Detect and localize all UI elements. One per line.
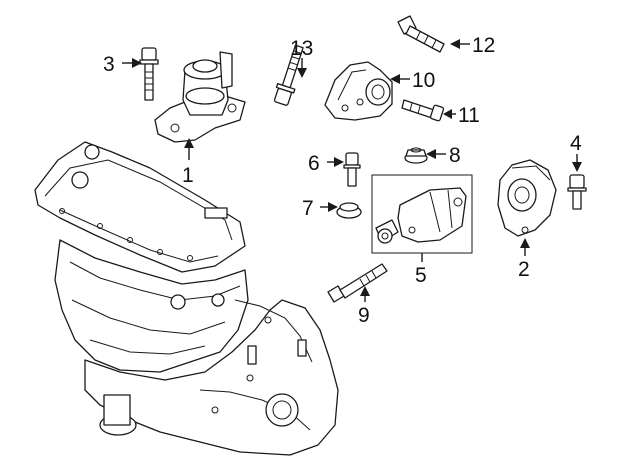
engine-block-icon	[34, 141, 339, 456]
bolt-icon	[327, 263, 388, 303]
callout-13: 13	[290, 37, 313, 60]
bolt-icon	[273, 44, 304, 106]
bolt-icon	[343, 152, 361, 187]
callout-11: 11	[458, 104, 480, 127]
callout-5: 5	[415, 264, 427, 287]
bolt-icon	[139, 47, 159, 101]
callout-6: 6	[308, 152, 320, 175]
callout-7: 7	[302, 197, 314, 220]
callout-4: 4	[570, 132, 582, 155]
bolt-icon	[401, 99, 445, 122]
callout-8: 8	[449, 144, 461, 167]
callout-12: 12	[472, 34, 495, 57]
callout-3: 3	[103, 53, 115, 76]
engine-mount-icon	[497, 159, 557, 237]
engine-mount-icon	[324, 61, 393, 121]
engine-mount-icon	[371, 174, 473, 254]
flange-nut-icon	[336, 202, 362, 219]
bolt-icon	[567, 174, 587, 210]
bolt-icon	[397, 15, 445, 53]
engine-mount-icon	[154, 51, 246, 143]
callout-10: 10	[412, 69, 435, 92]
leader-lines	[122, 39, 582, 302]
callout-1: 1	[182, 164, 194, 187]
callout-2: 2	[518, 258, 530, 281]
flange-nut-icon	[404, 147, 428, 164]
callout-9: 9	[358, 304, 370, 327]
